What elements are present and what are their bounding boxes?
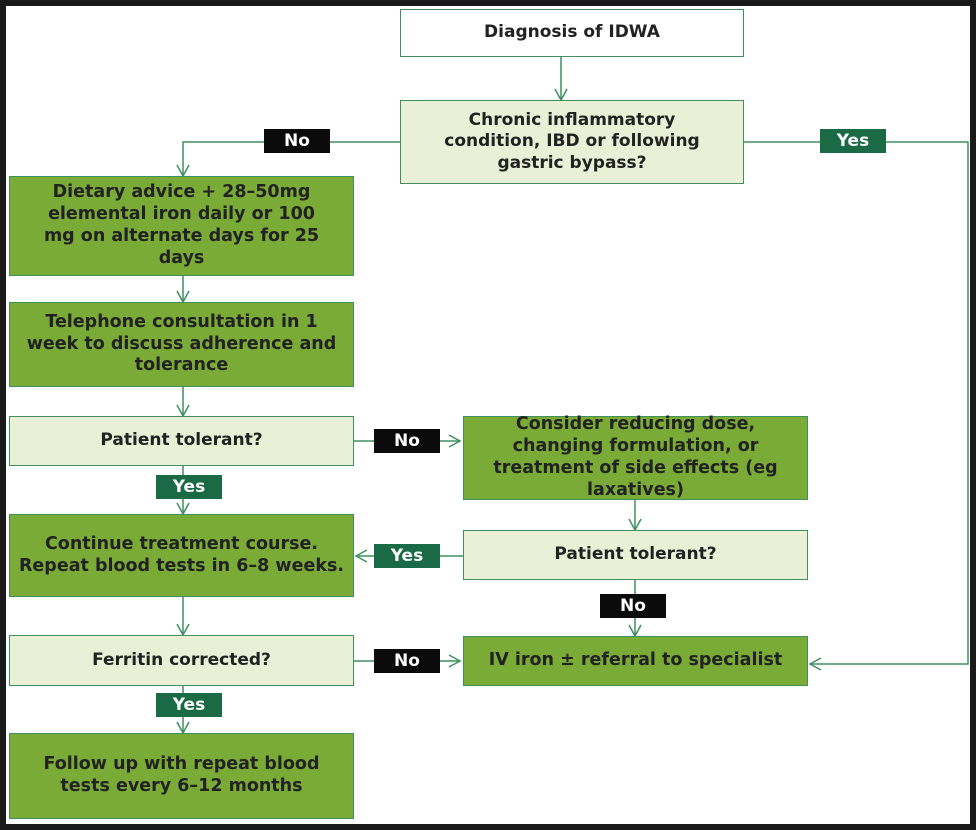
label-yes-chronic: Yes — [820, 129, 886, 153]
node-dietary-advice: Dietary advice + 28–50mg elemental iron … — [9, 176, 354, 276]
label-yes-tolerant-2: Yes — [374, 544, 440, 568]
label-no-chronic: No — [264, 129, 330, 153]
node-iv-iron-referral: IV iron ± referral to specialist — [463, 636, 808, 686]
node-diagnosis: Diagnosis of IDWA — [400, 9, 744, 57]
label-no-tolerant-2: No — [600, 594, 666, 618]
label-no-tolerant-1: No — [374, 429, 440, 453]
node-ferritin-corrected-decision: Ferritin corrected? — [9, 635, 354, 686]
node-continue-treatment: Continue treatment course. Repeat blood … — [9, 514, 354, 597]
node-follow-up: Follow up with repeat blood tests every … — [9, 733, 354, 819]
label-yes-tolerant-1: Yes — [156, 475, 222, 499]
node-consider-reducing-dose: Consider reducing dose, changing formula… — [463, 414, 808, 500]
node-chronic-condition-decision: Chronic inflammatory condition, IBD or f… — [400, 100, 744, 184]
node-telephone-consultation: Telephone consultation in 1 week to disc… — [9, 302, 354, 387]
label-no-ferritin: No — [374, 649, 440, 673]
node-patient-tolerant-decision-1: Patient tolerant? — [9, 416, 354, 466]
flowchart-canvas: Diagnosis of IDWA Chronic inflammatory c… — [6, 6, 970, 824]
arrow-chronic-yes-to-iv — [744, 141, 969, 671]
label-yes-ferritin: Yes — [156, 693, 222, 717]
node-patient-tolerant-decision-2: Patient tolerant? — [463, 530, 808, 580]
